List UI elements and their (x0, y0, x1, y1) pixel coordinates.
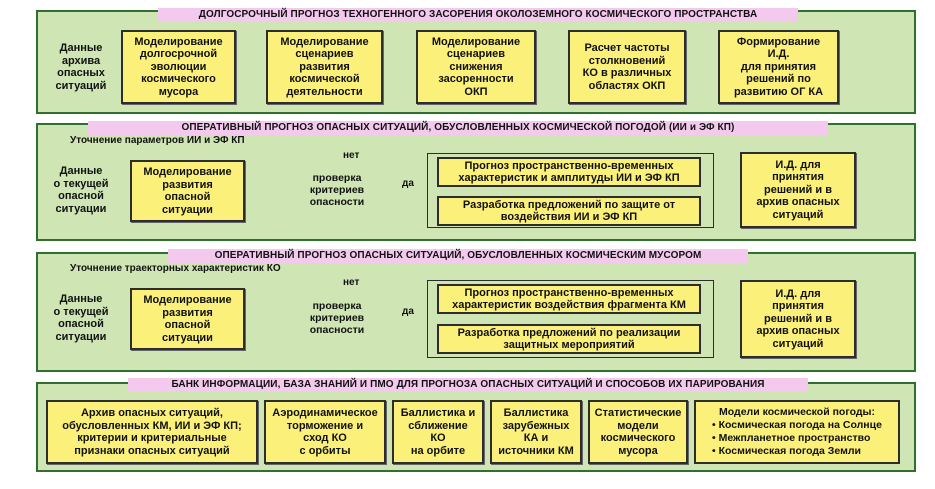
space-weather-models-list: • Космическая погода на Солнце • Межплан… (702, 419, 892, 458)
ballistics-approach-box: Баллистика и сближение КО на орбите (392, 400, 484, 464)
debris-evolution-modeling-box: Моделирование долгосрочной эволюции косм… (121, 30, 236, 104)
weather-criteria-check-label: проверка критериев опасности (309, 172, 365, 208)
debris-yes-label: да (402, 306, 414, 317)
debris-feedback-label: Уточнение траекторных характеристик КО (70, 263, 281, 274)
weather-protection-proposals-box: Разработка предложений по защите от возд… (437, 196, 701, 226)
debris-result-box: И.Д. для принятия решений и в архив опас… (740, 280, 856, 358)
hazard-archive-box: Архив опасных ситуаций, обусловленных КМ… (46, 400, 258, 464)
weather-forecast-output-box: Прогноз пространственно-временных характ… (437, 157, 701, 187)
debris-criteria-check-label: проверка критериев опасности (309, 300, 365, 336)
decision-data-box: Формирование И.Д. для принятия решений п… (718, 30, 839, 104)
space-weather-models-title: Модели космической погоды: (719, 406, 875, 418)
archive-data-label: Данные архива опасных ситуаций (55, 42, 107, 92)
debris-outputs-group (427, 280, 714, 358)
debris-current-situation-label: Данные о текущей опасной ситуации (53, 293, 109, 343)
weather-feedback-label: Уточнение параметров ИИ и ЭФ КП (70, 135, 245, 146)
list-item: • Межпланетное пространство (712, 432, 871, 444)
list-item: • Космическая погода Земли (712, 445, 861, 457)
weather-result-box: И.Д. для принятия решений и в архив опас… (740, 152, 856, 228)
debris-no-label: нет (343, 277, 360, 288)
debris-forecast-output-box: Прогноз пространственно-временных характ… (437, 284, 701, 314)
weather-situation-modeling-box: Моделирование развития опасной ситуации (130, 160, 245, 222)
foreign-spacecraft-ballistics-box: Баллистика зарубежных КА и источники КМ (490, 400, 582, 464)
panel-debris-title: ОПЕРАТИВНЫЙ ПРОГНОЗ ОПАСНЫХ СИТУАЦИЙ, ОБ… (168, 249, 748, 263)
panel-knowledge-bank-title: БАНК ИНФОРМАЦИИ, БАЗА ЗНАНИЙ И ПМО ДЛЯ П… (128, 378, 808, 392)
activity-scenarios-modeling-box: Моделирование сценариев развития космиче… (266, 30, 383, 104)
current-situation-data-label: Данные о текущей опасной ситуации (53, 165, 109, 215)
panel-space-weather-title: ОПЕРАТИВНЫЙ ПРОГНОЗ ОПАСНЫХ СИТУАЦИЙ, ОБ… (88, 121, 828, 135)
panel-long-term-title: ДОЛГОСРОЧНЫЙ ПРОГНОЗ ТЕХНОГЕННОГО ЗАСОРЕ… (158, 8, 798, 22)
space-weather-models-box: Модели космической погоды: • Космическая… (694, 400, 900, 464)
debris-situation-modeling-box: Моделирование развития опасной ситуации (130, 288, 245, 350)
debris-statistical-models-box: Статистические модели космического мусор… (588, 400, 688, 464)
aerodynamic-braking-box: Аэродинамическое торможение и сход КО с … (264, 400, 386, 464)
pollution-reduction-modeling-box: Моделирование сценариев снижения засорен… (416, 30, 536, 104)
weather-yes-label: да (402, 178, 414, 189)
debris-protection-proposals-box: Разработка предложений по реализации защ… (437, 324, 701, 354)
collision-frequency-box: Расчет частоты столкновений КО в различн… (568, 30, 686, 104)
list-item: • Космическая погода на Солнце (712, 419, 882, 431)
weather-no-label: нет (343, 150, 360, 161)
weather-outputs-group (427, 153, 714, 228)
